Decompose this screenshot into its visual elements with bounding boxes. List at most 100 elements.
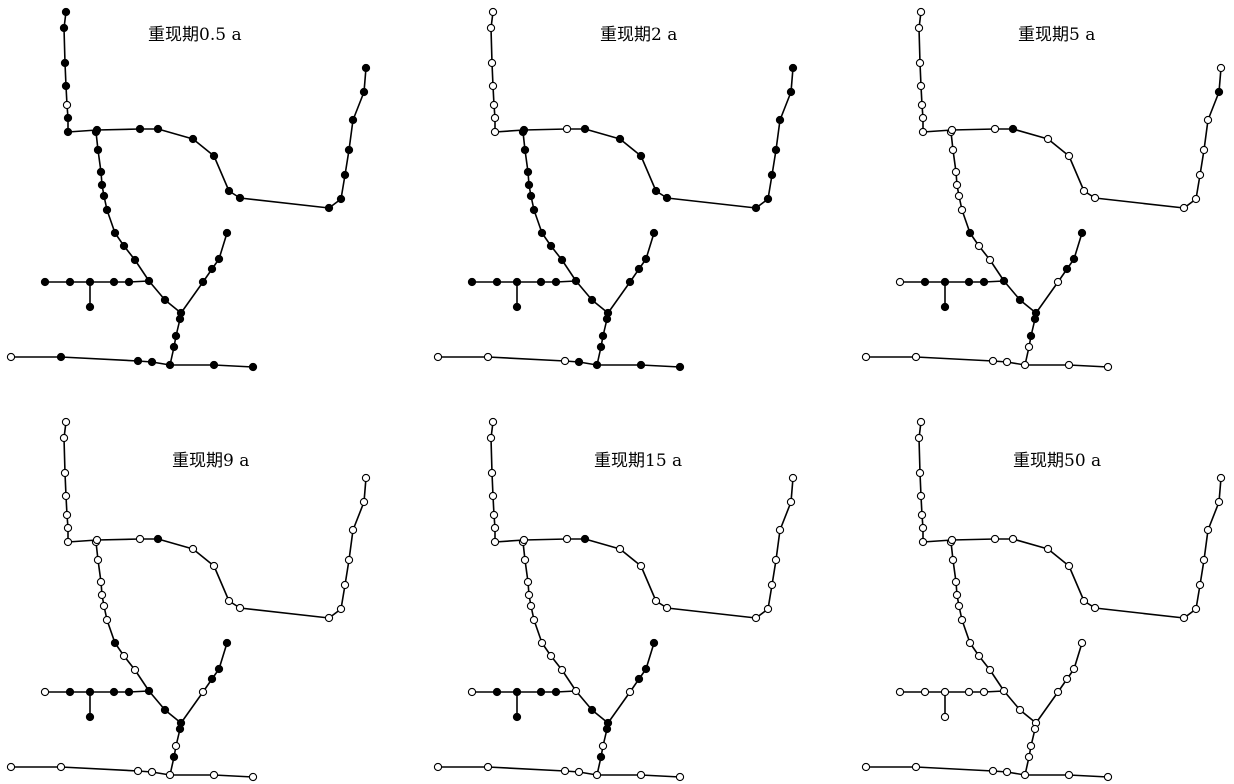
node-normal — [940, 712, 950, 722]
pipe-network — [6, 7, 371, 372]
node-overflow — [336, 194, 346, 204]
pipe-line — [180, 642, 228, 724]
pipe-line — [471, 690, 577, 693]
node-overflow — [59, 23, 69, 33]
node-overflow — [979, 277, 989, 287]
node-normal — [1024, 752, 1034, 762]
node-normal — [488, 7, 498, 17]
node-normal — [1064, 360, 1074, 370]
node-overflow — [602, 724, 612, 734]
node-overflow — [209, 360, 219, 370]
node-overflow — [526, 191, 536, 201]
node-overflow — [512, 302, 522, 312]
node-normal — [96, 577, 106, 587]
pipe-line — [950, 539, 1037, 776]
node-normal — [92, 535, 102, 545]
node-normal — [675, 772, 685, 782]
node-overflow — [160, 295, 170, 305]
node-overflow — [1026, 331, 1036, 341]
node-normal — [526, 601, 536, 611]
node-normal — [920, 687, 930, 697]
node-normal — [119, 651, 129, 661]
node-normal — [562, 534, 572, 544]
panel-title: 重现期0.5 a — [148, 25, 242, 45]
node-overflow — [144, 686, 154, 696]
node-overflow — [999, 276, 1009, 286]
node-normal — [324, 613, 334, 623]
node-normal — [1020, 360, 1030, 370]
node-normal — [592, 770, 602, 780]
panel-return-period-2a: 重现期2 a — [433, 7, 798, 372]
node-overflow — [99, 191, 109, 201]
node-overflow — [551, 277, 561, 287]
node-overflow — [144, 276, 154, 286]
node-normal — [1069, 664, 1079, 674]
node-normal — [529, 615, 539, 625]
node-overflow — [771, 145, 781, 155]
node-overflow — [512, 712, 522, 722]
node-normal — [951, 167, 961, 177]
node-overflow — [537, 228, 547, 238]
node-normal — [546, 651, 556, 661]
node-normal — [1079, 596, 1089, 606]
node-normal — [520, 555, 530, 565]
node-normal — [59, 433, 69, 443]
node-normal — [1191, 194, 1201, 204]
node-overflow — [147, 357, 157, 367]
node-overflow — [1214, 87, 1224, 97]
node-normal — [361, 473, 371, 483]
node-normal — [915, 58, 925, 68]
node-normal — [911, 762, 921, 772]
node-overflow — [124, 277, 134, 287]
node-overflow — [248, 362, 258, 372]
node-normal — [636, 770, 646, 780]
node-overflow — [592, 360, 602, 370]
node-normal — [1030, 724, 1040, 734]
node-overflow — [96, 167, 106, 177]
node-overflow — [60, 58, 70, 68]
node-overflow — [492, 687, 502, 697]
node-overflow — [175, 724, 185, 734]
panel-return-period-9a: 重现期9 a — [6, 417, 371, 782]
node-normal — [61, 417, 71, 427]
pipe-line — [607, 642, 655, 724]
node-normal — [952, 180, 962, 190]
node-overflow — [110, 228, 120, 238]
node-normal — [771, 555, 781, 565]
node-normal — [1026, 741, 1036, 751]
panel-title: 重现期2 a — [600, 25, 677, 45]
node-normal — [1199, 145, 1209, 155]
node-overflow — [649, 638, 659, 648]
node-overflow — [492, 277, 502, 287]
node-overflow — [625, 277, 635, 287]
node-overflow — [587, 295, 597, 305]
node-normal — [940, 687, 950, 697]
node-normal — [198, 687, 208, 697]
node-overflow — [662, 193, 672, 203]
node-overflow — [467, 277, 477, 287]
node-normal — [165, 770, 175, 780]
node-overflow — [93, 145, 103, 155]
node-normal — [1179, 613, 1189, 623]
node-normal — [999, 686, 1009, 696]
node-normal — [954, 191, 964, 201]
pipe-network — [861, 417, 1226, 782]
pipe-line — [1035, 232, 1083, 314]
node-normal — [147, 767, 157, 777]
node-normal — [486, 433, 496, 443]
node-normal — [340, 580, 350, 590]
node-overflow — [587, 705, 597, 715]
node-normal — [488, 81, 498, 91]
node-normal — [751, 613, 761, 623]
node-normal — [786, 497, 796, 507]
node-overflow — [61, 7, 71, 17]
pipe-network — [861, 7, 1226, 372]
panel-title: 重现期15 a — [594, 451, 682, 471]
node-overflow — [523, 167, 533, 177]
node-normal — [985, 255, 995, 265]
node-overflow — [634, 264, 644, 274]
node-overflow — [574, 357, 584, 367]
node-normal — [537, 638, 547, 648]
node-normal — [918, 113, 928, 123]
node-overflow — [524, 180, 534, 190]
